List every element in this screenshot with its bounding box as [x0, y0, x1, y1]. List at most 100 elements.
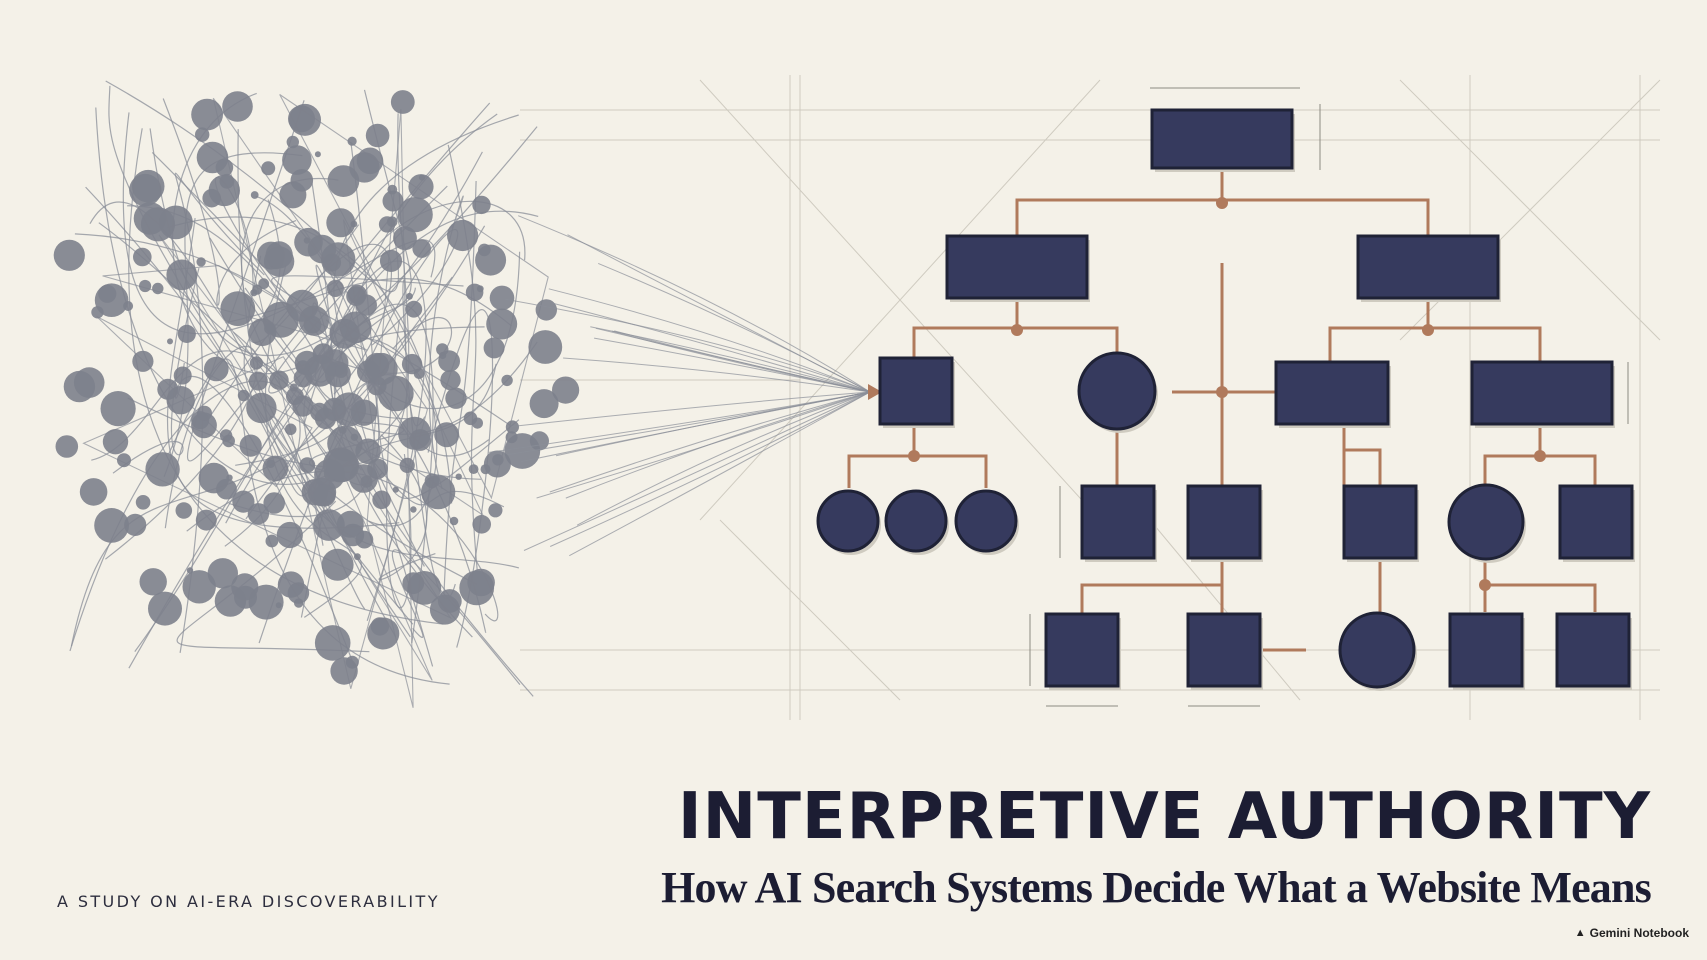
converging-line [518, 215, 871, 393]
network-dot [124, 513, 147, 537]
connector-line [1342, 424, 1382, 490]
network-dot [471, 417, 483, 429]
tagline: A STUDY ON AI-ERA DISCOVERABILITY [57, 892, 440, 911]
network-dot [365, 123, 390, 148]
network-dot [424, 473, 440, 489]
network-dot [378, 375, 414, 412]
network-dot [191, 412, 217, 439]
network-dot [504, 433, 541, 469]
network-dot [207, 558, 238, 589]
network-dot [313, 484, 336, 507]
network-dot [535, 299, 557, 321]
network-dot [478, 243, 491, 257]
network-dot [102, 429, 129, 455]
network-dot [282, 145, 312, 175]
rect-node [878, 356, 954, 426]
network-dot [331, 392, 367, 427]
converging-line [511, 391, 871, 427]
rect-node [1555, 612, 1631, 688]
network-dot [294, 598, 304, 608]
network-dot [239, 434, 262, 457]
network-dot [197, 405, 212, 421]
network-dot [204, 356, 229, 382]
network-dot [434, 422, 460, 448]
network-dot [339, 311, 372, 344]
converging-line [548, 288, 871, 393]
network-dot [248, 584, 284, 620]
network-dot [246, 392, 277, 424]
network-dot [196, 141, 229, 174]
junction-node [908, 450, 920, 462]
scribble-line [176, 500, 370, 653]
scribble-line [134, 210, 539, 652]
network-dot [237, 389, 250, 402]
network-dot [356, 147, 384, 175]
network-dot [480, 464, 491, 475]
network-dot [472, 515, 492, 534]
network-dot [131, 169, 165, 203]
network-dot [410, 506, 417, 513]
rect-node [1186, 484, 1262, 560]
network-dot [265, 534, 279, 548]
network-dot [313, 509, 345, 541]
network-dot [382, 190, 404, 212]
network-dot [248, 371, 268, 391]
network-dot [489, 285, 515, 311]
circle-node [1447, 483, 1525, 561]
rect-node [945, 234, 1089, 300]
rect-node [1274, 360, 1390, 426]
rect-node [1470, 360, 1614, 426]
converging-line [504, 298, 871, 393]
network-dot [386, 216, 398, 227]
network-dot [390, 90, 415, 114]
network-dot [222, 91, 253, 122]
network-dot [321, 242, 356, 277]
converging-line [507, 391, 871, 456]
network-dot [492, 454, 504, 466]
scribble-line [385, 320, 412, 609]
network-dot [397, 197, 433, 233]
network-dot [552, 376, 580, 404]
network-dot [486, 308, 518, 340]
network-dot [152, 282, 164, 295]
network-dot [314, 625, 351, 661]
network-dot [55, 435, 79, 458]
network-dot [250, 191, 259, 199]
network-dot [63, 370, 96, 403]
network-dot [132, 350, 154, 372]
network-dot [175, 502, 193, 519]
circle-node [954, 489, 1018, 553]
junction-node [1216, 197, 1228, 209]
network-dot [392, 486, 399, 493]
network-dot [387, 184, 398, 195]
converging-line [594, 337, 871, 393]
network-dot [472, 195, 491, 215]
brand-watermark: ▲ Gemini Notebook [1575, 926, 1689, 940]
scribble-line [428, 195, 464, 490]
circle-node [816, 489, 880, 553]
network-dot [407, 571, 442, 605]
network-dot [447, 219, 479, 252]
network-dot [449, 516, 459, 526]
circle-node [884, 489, 948, 553]
network-dot [401, 353, 423, 375]
arrowhead [868, 384, 882, 400]
network-dot [459, 570, 495, 606]
subtitle: How AI Search Systems Decide What a Webs… [661, 863, 1652, 912]
network-dot [406, 292, 413, 300]
network-dot [347, 136, 357, 146]
network-dot [53, 239, 85, 271]
network-dot [357, 360, 380, 383]
guide-line [719, 519, 901, 701]
network-dot [276, 521, 303, 549]
network-dot [455, 473, 462, 480]
junction-node [1216, 386, 1228, 398]
network-dot [202, 188, 221, 208]
rect-node [1558, 484, 1634, 560]
network-dot [327, 165, 360, 198]
connector-line [1080, 558, 1224, 614]
network-dot [286, 135, 299, 149]
network-dot [476, 285, 484, 293]
rect-node [1342, 484, 1418, 560]
